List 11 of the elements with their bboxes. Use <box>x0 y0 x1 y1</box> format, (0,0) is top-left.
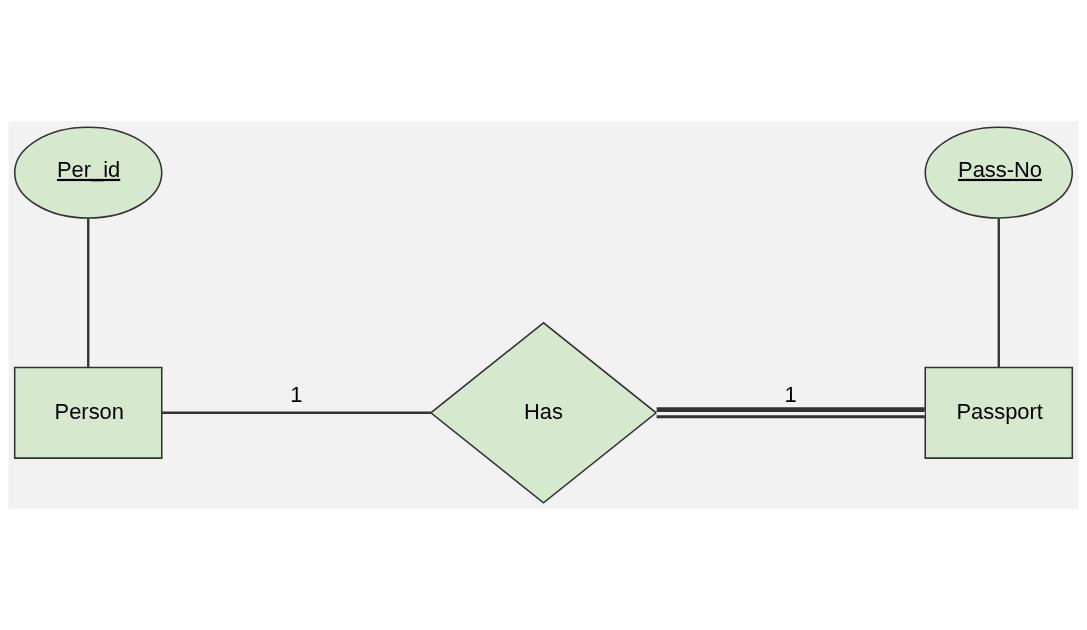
node-box: Person <box>13 366 163 459</box>
connector <box>997 218 1000 367</box>
node-diamond: Has <box>429 321 658 504</box>
connector <box>656 407 925 419</box>
edge-label: 1 <box>290 382 303 408</box>
node-ellipse: Per_id <box>13 126 163 219</box>
node-box: Passport <box>924 366 1074 459</box>
connector <box>87 218 90 367</box>
node-ellipse: Pass-No <box>924 126 1074 219</box>
edge-label: 1 <box>784 382 797 408</box>
connector <box>161 411 431 414</box>
